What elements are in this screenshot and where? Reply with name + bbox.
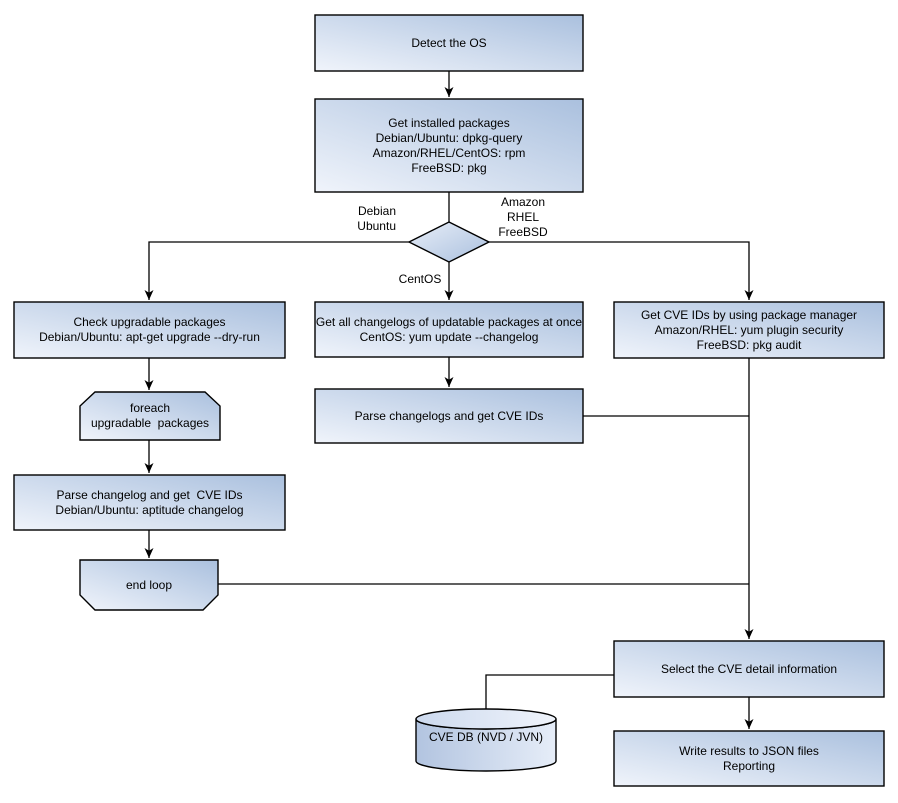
process-box-get-all-changelogs [314,301,584,358]
edge-cvedb-to-select [485,674,614,709]
process-box-write-results [613,730,885,787]
process-box-parse-changelogs [314,388,584,444]
edge-decision-to-getcve [489,241,754,300]
edge-decision-to-check [144,241,409,300]
process-box-get-cve-ids [613,301,885,359]
process-box-detect-os [314,14,584,72]
database-cylinder-top-icon [415,708,557,730]
process-box-select-cve [613,640,885,698]
process-box-get-installed [314,98,584,193]
decision-diamond-os [407,221,491,263]
loop-end-shape [79,559,219,611]
process-box-check-upgradable [13,301,286,359]
process-box-parse-changelog [13,474,286,531]
loop-start-foreach [79,391,221,441]
